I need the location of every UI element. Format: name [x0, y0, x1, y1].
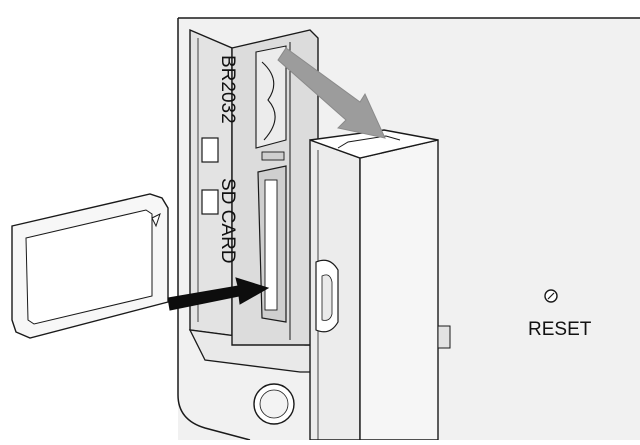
reset-label: RESET: [528, 319, 592, 340]
battery-label: BR2032: [217, 55, 238, 124]
sd-card-insert-triangle: [151, 213, 161, 228]
cover-removal-arrow: [277, 47, 386, 139]
cover-latch-inner: [321, 274, 333, 321]
sd-card-slot-opening: [264, 179, 278, 311]
battery-compartment: [255, 45, 287, 149]
reset-button-mark: [547, 292, 555, 300]
insert-arrow: [167, 277, 270, 311]
lower-knob-inner: [259, 389, 289, 419]
cover-plate-side: [359, 139, 439, 441]
battery-holder-clip: [261, 61, 276, 141]
cover-plate-top: [309, 129, 439, 159]
panel-square-hole-upper: [201, 137, 219, 163]
sd-card-label-area: [25, 209, 153, 325]
sd-card-label: SD CARD: [217, 178, 238, 264]
panel-square-hole-lower: [201, 189, 219, 215]
cover-plate-notch: [337, 135, 401, 149]
device-left-edge: [177, 18, 251, 441]
cover-side-tab: [437, 325, 451, 349]
battery-contact: [261, 151, 285, 161]
